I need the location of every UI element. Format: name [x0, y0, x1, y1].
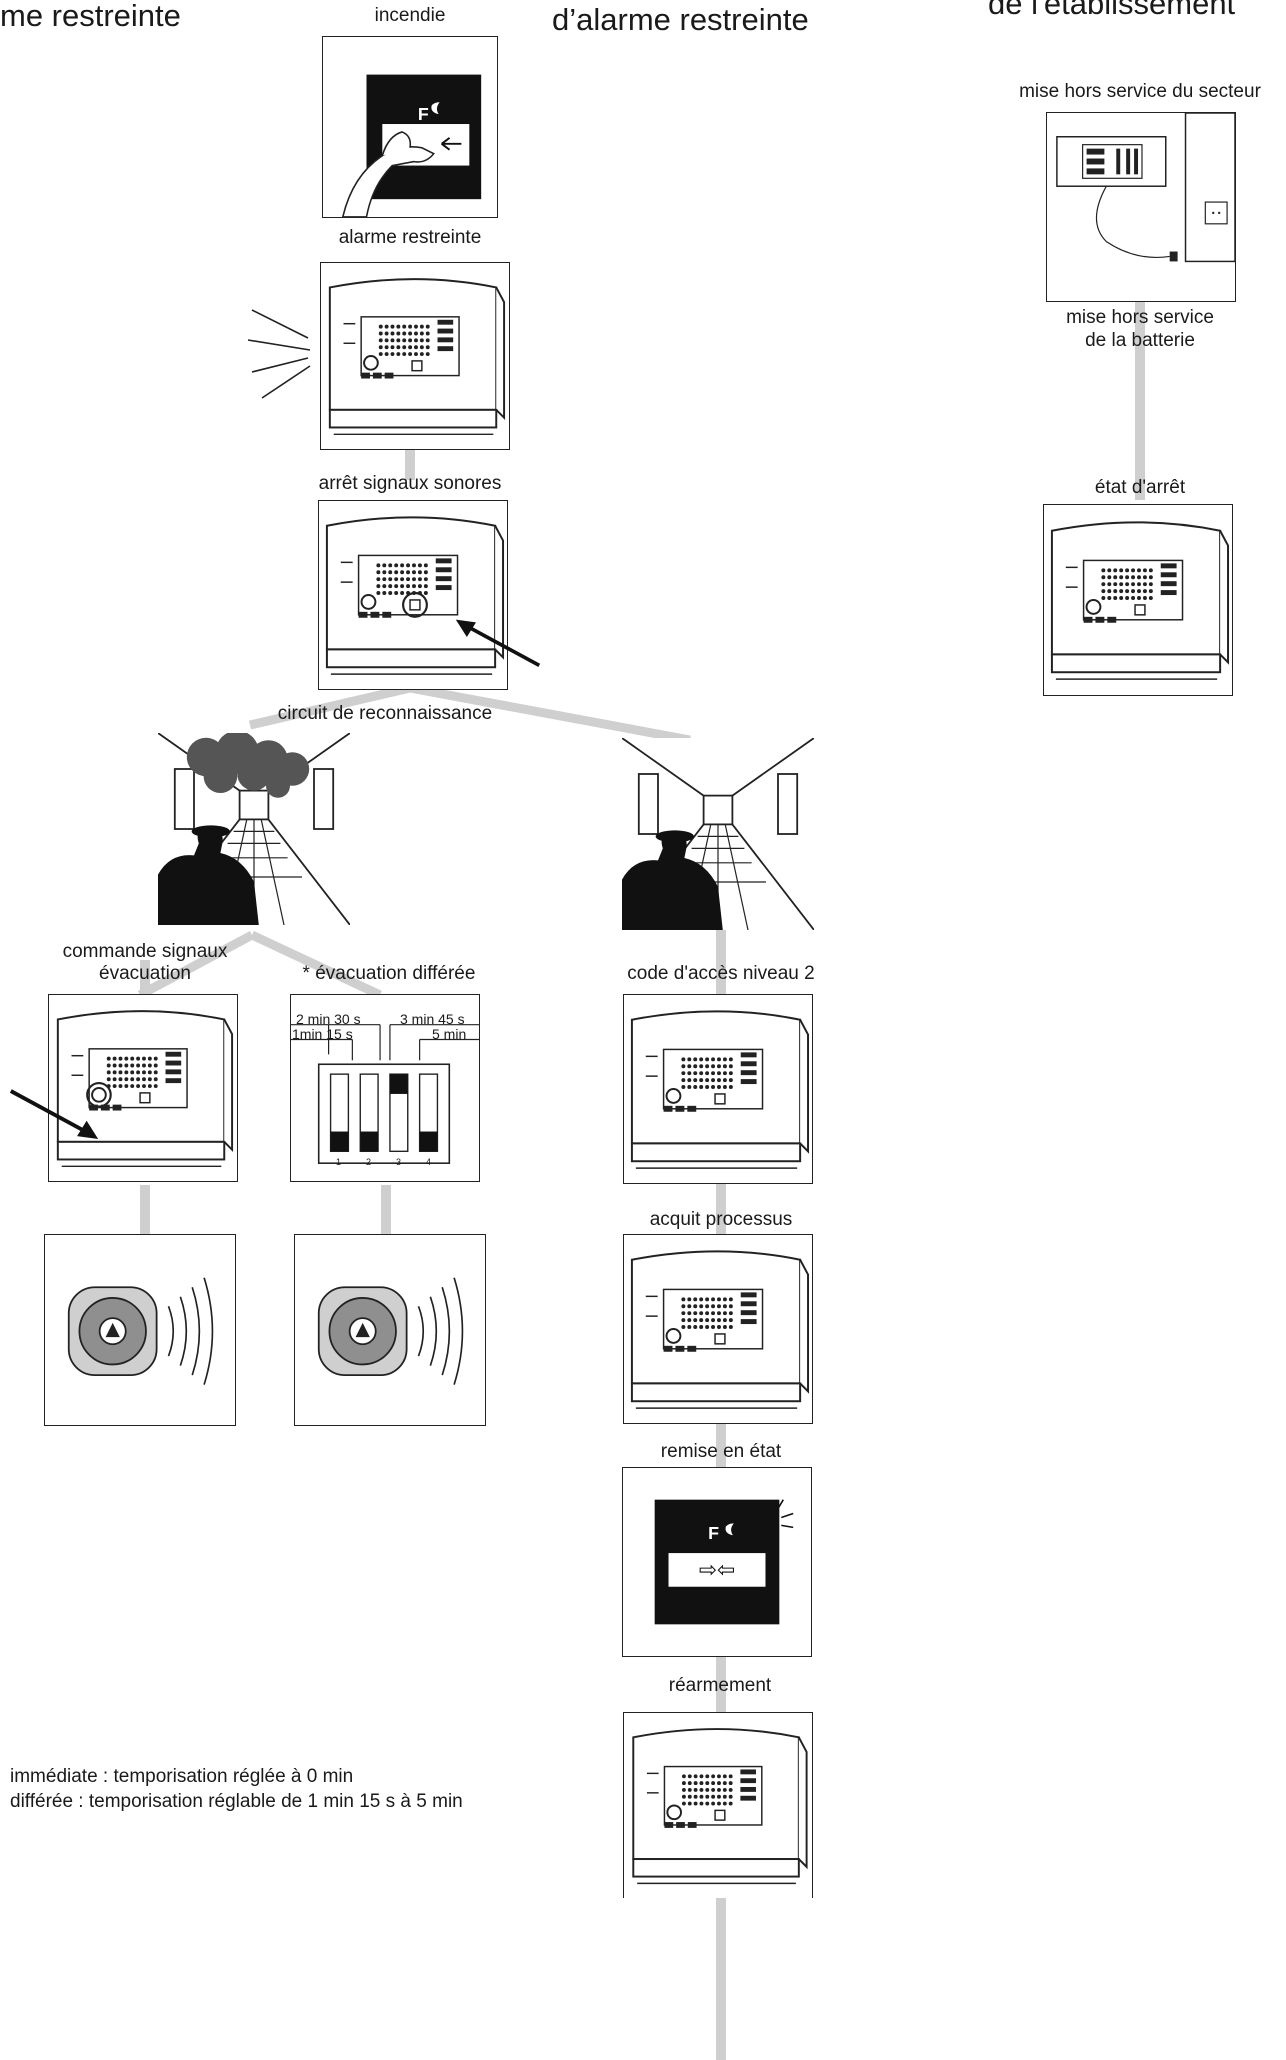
panel-code-acces	[623, 994, 813, 1184]
corridor-clear-image	[622, 738, 814, 930]
note-differee: différée : temporisation réglable de 1 m…	[10, 1791, 463, 1812]
label-remise: remise en état	[660, 1441, 782, 1462]
reset-arrows-icon: ⇨⇦	[699, 1558, 735, 1583]
manual-call-point-reset: F ⇨⇦	[622, 1467, 812, 1657]
sounder-left	[44, 1234, 236, 1426]
dip-number-2: 2	[366, 1157, 372, 1167]
label-alarme-restreinte: alarme restreinte	[338, 227, 482, 248]
label-circuit: circuit de reconnaissance	[277, 703, 493, 724]
corridor-smoke-image	[158, 733, 350, 925]
dip-number-4: 4	[426, 1157, 432, 1167]
label-arret-signaux: arrêt signaux sonores	[318, 473, 502, 494]
panel-arret-signaux	[318, 500, 508, 690]
heading-right: de l'établissement	[988, 0, 1236, 21]
label-commande-2: évacuation	[99, 963, 191, 984]
label-evacuation-differee: * évacuation différée	[302, 963, 476, 984]
note-immediate: immédiate : temporisation réglée à 0 min	[10, 1766, 354, 1787]
panel-commande-evacuation	[48, 994, 238, 1182]
panel-alarme-restreinte	[320, 262, 510, 450]
connector-6	[381, 1185, 391, 1235]
dip-label-bottom-right: 5 min	[432, 1026, 467, 1042]
label-batterie-2: de la batterie	[1085, 330, 1195, 351]
manual-call-point-pressed: F	[322, 36, 498, 218]
sector-disconnect-image	[1046, 112, 1236, 302]
dip-label-top-right: 3 min 45 s	[400, 1011, 465, 1027]
heading-center: d’alarme restreinte	[552, 2, 809, 37]
dip-label-bottom-left: 1min 15 s	[292, 1026, 353, 1042]
panel-acquit	[623, 1234, 813, 1424]
label-hors-secteur: mise hors service du secteur	[1019, 81, 1261, 102]
alarm-rays-icon	[248, 290, 318, 410]
heading-left: me restreinte	[0, 0, 181, 33]
dip-switch-panel	[290, 994, 480, 1182]
panel-etat-arret	[1043, 504, 1233, 696]
connector-5	[140, 1185, 150, 1235]
call-point-letter: F	[418, 104, 429, 124]
label-batterie-1: mise hors service	[1066, 307, 1214, 328]
sounder-right	[294, 1234, 486, 1426]
label-incendie: incendie	[374, 5, 446, 26]
call-point-letter-2: F	[708, 1523, 719, 1543]
connector-4	[1135, 300, 1145, 500]
pointer-arrow-icon	[452, 615, 544, 670]
label-commande-1: commande signaux	[62, 941, 228, 962]
dip-number-3: 3	[396, 1157, 402, 1167]
dip-number-1: 1	[336, 1157, 342, 1167]
pointer-arrow-icon-2	[6, 1080, 102, 1150]
panel-rearmement	[623, 1712, 813, 1898]
label-etat-arret: état d'arrêt	[1094, 477, 1186, 498]
label-acquit: acquit processus	[649, 1209, 793, 1230]
label-rearmement: réarmement	[668, 1675, 772, 1696]
dip-label-top-left: 2 min 30 s	[296, 1011, 361, 1027]
label-code-acces: code d'accès niveau 2	[627, 963, 815, 984]
